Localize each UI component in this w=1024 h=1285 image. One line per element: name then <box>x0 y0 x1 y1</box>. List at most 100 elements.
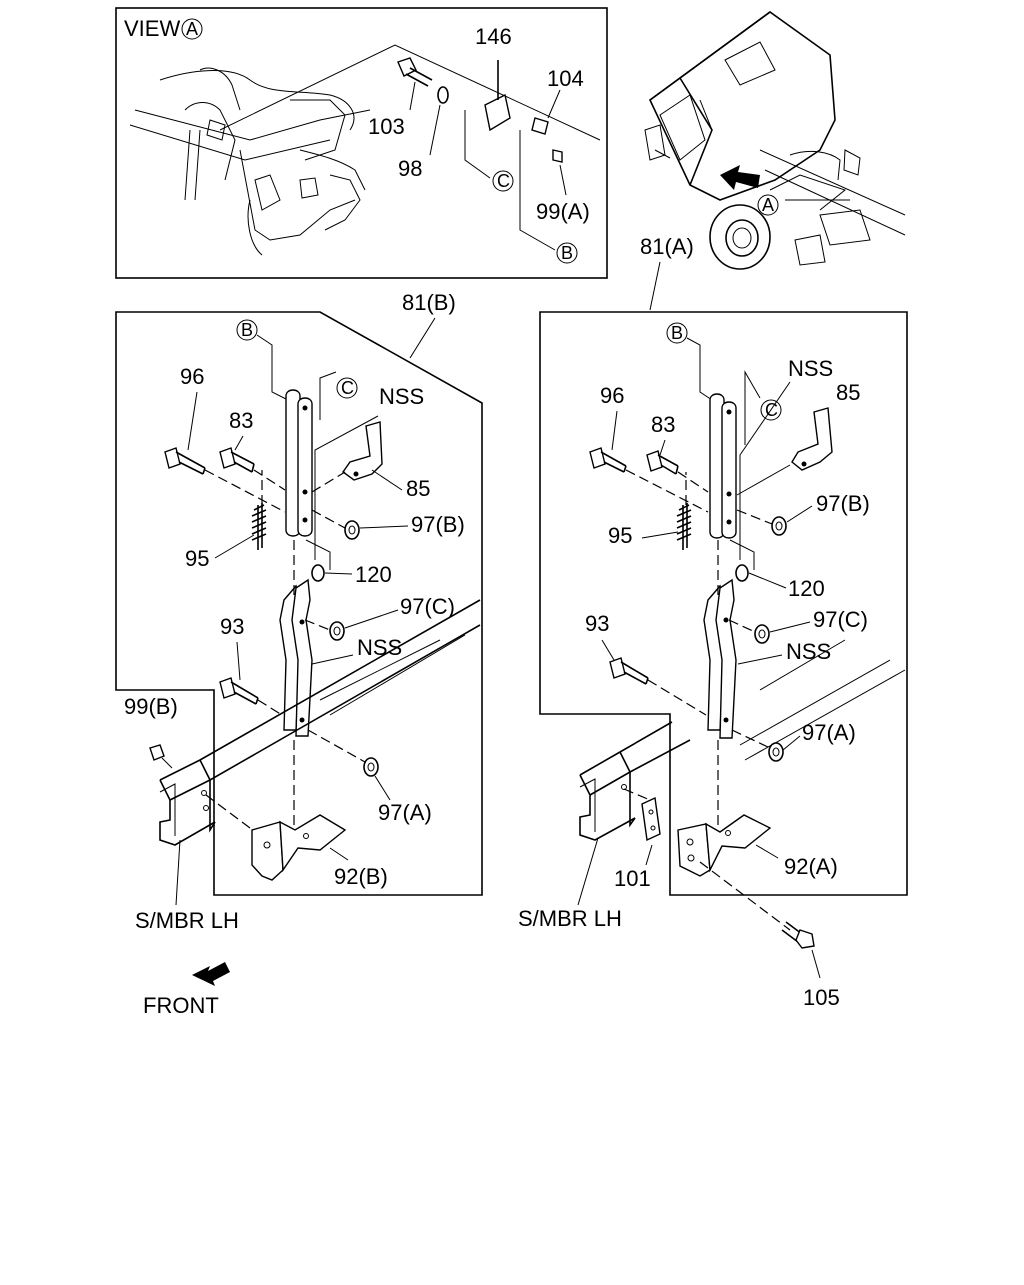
right-guide-120 <box>729 539 755 570</box>
left-washer-97b <box>344 520 360 540</box>
right-leader-smbr <box>577 837 599 906</box>
left-upper-link <box>285 389 313 537</box>
left-callout-83: 83 <box>229 408 253 433</box>
left-dash-bolt-line <box>205 794 251 829</box>
left-callout-nss-lower: NSS <box>357 635 402 660</box>
right-leader-83 <box>659 439 666 456</box>
right-washer-97c <box>754 624 770 644</box>
right-leader-97a <box>782 735 801 751</box>
left-callout-85: 85 <box>406 476 430 501</box>
left-callout-95: 95 <box>185 546 209 571</box>
right-callout-97c: 97(C) <box>813 607 868 632</box>
right-leader-c <box>744 370 761 445</box>
left-leader-99b <box>161 757 173 769</box>
right-leader-b <box>686 337 713 401</box>
right-bolt-93 <box>609 657 707 716</box>
right-assembly: B C <box>518 311 908 1010</box>
right-upper-link <box>709 393 737 539</box>
left-callout-93: 93 <box>220 614 244 639</box>
right-lower-link <box>703 578 737 739</box>
nut-99a <box>552 149 563 163</box>
right-callout-97b: 97(B) <box>816 491 870 516</box>
left-callout-smbr: S/MBR LH <box>135 908 239 933</box>
leader-81a <box>649 261 661 311</box>
right-leader-93 <box>601 639 615 661</box>
right-callout-smbr: S/MBR LH <box>518 906 622 931</box>
view-direction-arrow-icon <box>720 165 760 190</box>
left-assembly: 81(B) B C <box>115 290 483 1018</box>
right-bolt-83 <box>646 450 709 493</box>
right-nss-lower-leader <box>737 654 783 665</box>
right-callout-83: 83 <box>651 412 675 437</box>
truck-marker-a-circle <box>757 194 779 216</box>
right-leader-97b <box>786 505 813 523</box>
right-bracket-85 <box>791 407 833 471</box>
left-marker-b-letter: B <box>241 320 253 340</box>
leader-104 <box>547 89 561 119</box>
left-nss-upper-leader <box>314 415 379 560</box>
left-leader-93 <box>236 641 241 681</box>
left-leader-95 <box>214 534 255 559</box>
truck-marker-a-letter: A <box>762 195 774 215</box>
right-bolt-96 <box>589 447 709 513</box>
right-nss-upper-leader <box>739 381 791 560</box>
left-assembly-frame <box>115 311 483 896</box>
right-bolt-105 <box>699 861 815 949</box>
right-marker-c-circle <box>760 399 782 421</box>
leader-c <box>464 110 491 179</box>
left-leader-c <box>319 371 337 420</box>
left-guide-120 <box>305 539 331 570</box>
right-dash-bolt-line <box>623 788 651 801</box>
left-leader-97b <box>359 525 409 529</box>
left-callout-nss-upper: NSS <box>379 384 424 409</box>
left-callout-97a: 97(A) <box>378 800 432 825</box>
right-leader-97c <box>769 621 811 633</box>
left-side-member <box>159 599 481 846</box>
marker-c-circle <box>492 170 514 192</box>
right-assembly-frame <box>539 311 908 896</box>
left-nss-lower-leader <box>311 654 354 665</box>
left-callout-97b: 97(B) <box>411 512 465 537</box>
callout-104: 104 <box>547 66 584 91</box>
view-a-marker-letter: A <box>186 19 198 39</box>
right-plate-101 <box>641 796 661 842</box>
left-bracket-85 <box>342 421 383 481</box>
left-leader-83 <box>234 435 244 451</box>
view-a-marker-circle <box>181 18 203 40</box>
callout-99a: 99(A) <box>536 199 590 224</box>
right-callout-101: 101 <box>614 866 651 891</box>
right-leader-120 <box>748 572 787 589</box>
left-callout-99b: 99(B) <box>124 694 178 719</box>
callout-146: 146 <box>475 24 512 49</box>
right-leader-96 <box>611 410 618 451</box>
callout-81a: 81(A) <box>640 234 694 259</box>
view-a-frame <box>115 7 608 279</box>
left-marker-b-circle <box>236 319 258 341</box>
right-callout-92a: 92(A) <box>784 854 838 879</box>
left-leader-85 <box>371 469 403 491</box>
right-callout-85: 85 <box>836 380 860 405</box>
bracket-146 <box>484 93 511 132</box>
right-washer-120 <box>735 564 749 582</box>
right-callout-nss-lower: NSS <box>786 639 831 664</box>
left-bolt-93 <box>219 677 283 716</box>
left-leader-b <box>256 334 289 401</box>
right-callout-nss-upper: NSS <box>788 356 833 381</box>
leader-103 <box>409 81 416 111</box>
bolt-103 <box>397 57 433 87</box>
right-leader-92a <box>755 844 779 859</box>
right-washer-97b <box>771 516 787 536</box>
left-leader-92b <box>329 847 349 861</box>
left-leader-97c <box>344 609 399 629</box>
right-leader-101 <box>645 844 653 866</box>
callout-81b: 81(B) <box>402 290 456 315</box>
left-marker-c-letter: C <box>341 378 354 398</box>
right-dash-85 <box>736 464 791 496</box>
callout-98: 98 <box>398 156 422 181</box>
left-lower-link <box>279 578 313 737</box>
left-callout-97c: 97(C) <box>400 594 455 619</box>
leader-98 <box>429 104 441 156</box>
right-callout-105: 105 <box>803 985 840 1010</box>
right-marker-b-letter: B <box>671 323 683 343</box>
right-leader-105 <box>811 949 821 979</box>
